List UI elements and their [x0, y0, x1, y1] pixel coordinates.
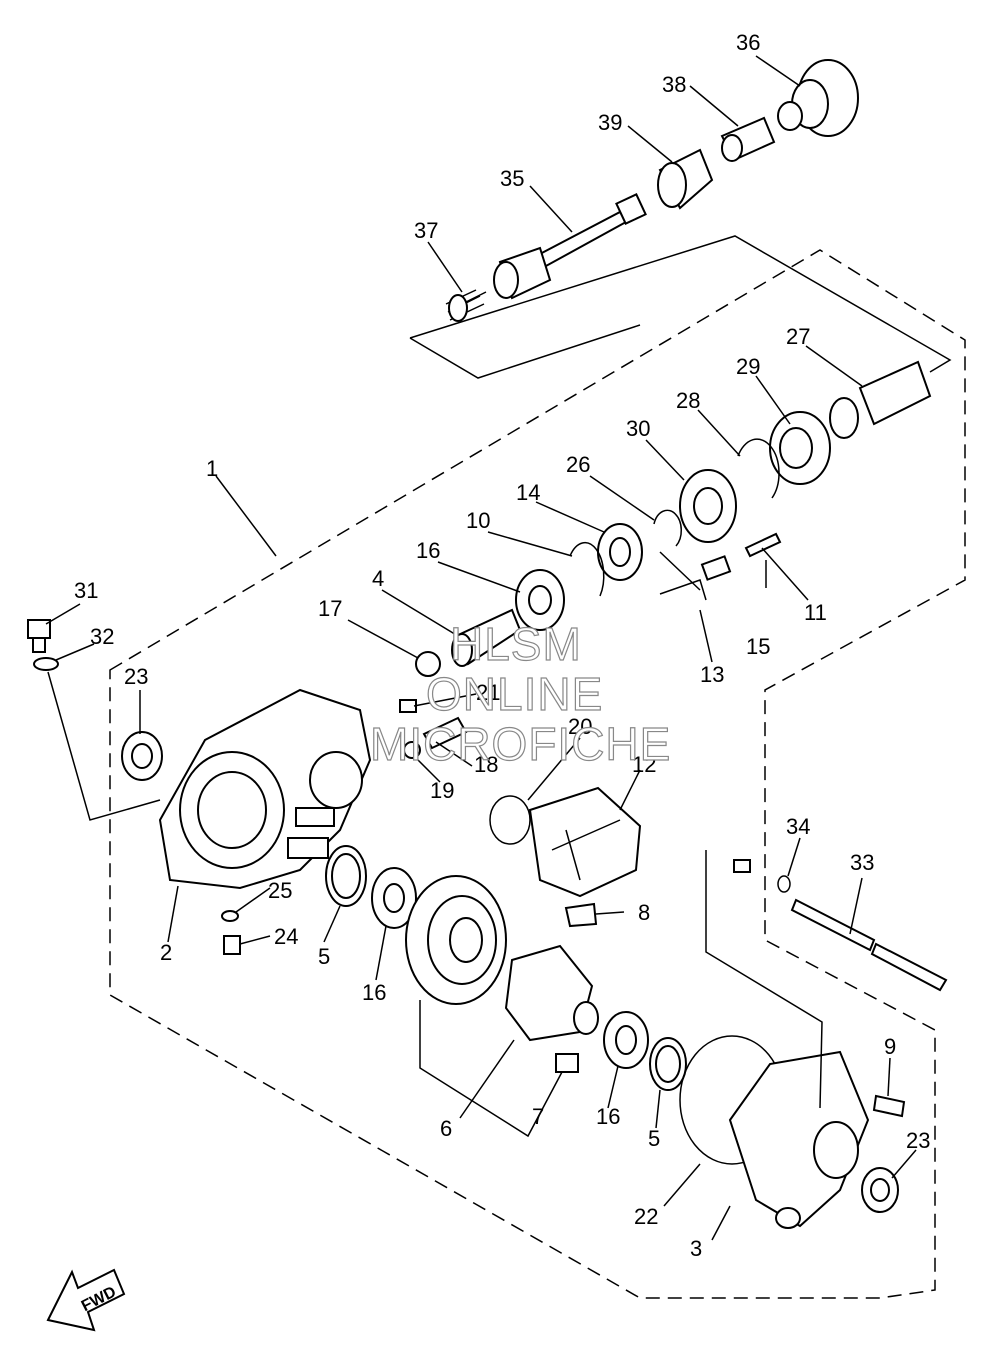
part-34-circlip: [733, 859, 791, 893]
part-28-circlip: [737, 438, 780, 499]
assembly-boundary-dashed: [109, 249, 966, 1299]
part-17-collar: [415, 651, 441, 677]
part-31-bolt: [27, 619, 51, 653]
callout-9: 9: [884, 1034, 896, 1059]
callout-16-left: 16: [362, 980, 386, 1005]
forward-arrow-icon: FWD: [46, 1268, 126, 1332]
callout-26: 26: [566, 452, 590, 477]
callout-24: 24: [274, 924, 298, 949]
callout-14: 14: [516, 480, 540, 505]
part-12-cover: [528, 786, 642, 898]
callout-27: 27: [786, 324, 810, 349]
part-13-shim: [659, 551, 707, 601]
callout-21: 21: [476, 680, 500, 705]
part-36-bearing-housing: [777, 59, 859, 137]
part-16-bearing-right: [603, 1011, 649, 1069]
ring-gear: [405, 875, 507, 1005]
callout-33: 33: [850, 850, 874, 875]
callout-16-right: 16: [596, 1104, 620, 1129]
callout-22: 22: [634, 1204, 658, 1229]
part-2-gear-case: [158, 688, 372, 890]
part-23-oil-seal-right: [861, 1167, 899, 1213]
part-24-bolt: [223, 935, 241, 955]
part-37-spring: [445, 289, 487, 322]
callout-5-right: 5: [648, 1126, 660, 1151]
part-9-bolt: [872, 1094, 906, 1118]
watermark-line-3: MICROFICHE: [370, 718, 671, 770]
drive-shaft-group-outline: [409, 235, 952, 379]
part-14-collar: [597, 523, 643, 581]
callout-17: 17: [318, 596, 342, 621]
callout-4: 4: [372, 566, 384, 591]
callout-3: 3: [690, 1236, 702, 1261]
part-7-bolt: [555, 1053, 579, 1073]
part-8-bolt: [564, 902, 598, 928]
callout-38: 38: [662, 72, 686, 97]
differential-case: [504, 944, 599, 1042]
callout-36: 36: [736, 30, 760, 55]
part-38-collar: [720, 116, 776, 162]
part-5-shim-right: [649, 1037, 687, 1091]
part-3-gear-case-cover: [728, 1050, 870, 1229]
callout-11: 11: [804, 600, 827, 625]
callout-25: 25: [268, 878, 292, 903]
callout-19: 19: [430, 778, 454, 803]
part-10-circlip: [569, 541, 605, 597]
callout-39: 39: [598, 110, 622, 135]
callout-23-left: 23: [124, 664, 148, 689]
part-29-bearing: [769, 411, 831, 485]
part-32-washer: [33, 657, 59, 671]
part-23-oil-seal-left: [121, 731, 163, 781]
callout-30: 30: [626, 416, 650, 441]
callout-labels: 36 38 39 35 37 27 29 28 30 26 14 10 16 4…: [74, 30, 930, 1261]
callout-2: 2: [160, 940, 172, 965]
callout-34: 34: [786, 814, 810, 839]
watermark-line-2: ONLINE: [426, 668, 603, 720]
callout-15: 15: [746, 634, 770, 659]
part-20-o-ring: [489, 795, 531, 845]
part-18-sensor: [422, 716, 468, 750]
part-4-pinion: [451, 608, 522, 667]
part-5-shim-left: [325, 845, 367, 907]
part-15-key: [700, 555, 732, 581]
part-33-rod: [790, 898, 948, 992]
callout-10: 10: [466, 508, 490, 533]
callout-20: 20: [568, 714, 592, 739]
callout-18: 18: [474, 752, 498, 777]
callout-12: 12: [632, 752, 656, 777]
callout-32: 32: [90, 624, 114, 649]
callout-37: 37: [414, 218, 438, 243]
callout-28: 28: [676, 388, 700, 413]
leader-lines: [45, 55, 917, 1241]
part-11-pin: [744, 532, 782, 558]
callout-1: 1: [206, 456, 218, 481]
part-25-washer: [221, 910, 239, 922]
callout-8: 8: [638, 900, 650, 925]
callout-6: 6: [440, 1116, 452, 1141]
callout-13: 13: [700, 662, 724, 687]
part-35-drive-shaft: [493, 193, 647, 300]
part-16-bearing-left: [371, 867, 417, 929]
part-21-plug: [399, 699, 417, 713]
callout-16-upper: 16: [416, 538, 440, 563]
callout-35: 35: [500, 166, 524, 191]
part-30-bearing: [679, 469, 737, 543]
part-19-washer: [403, 741, 421, 759]
callout-23-right: 23: [906, 1128, 930, 1153]
callout-7: 7: [532, 1104, 544, 1129]
part-27-pinion-gear: [829, 360, 932, 439]
callout-5-left: 5: [318, 944, 330, 969]
watermark-line-1: HLSM: [450, 618, 582, 670]
part-26-circlip: [653, 509, 683, 547]
part-39-boot: [657, 148, 714, 210]
watermark: HLSM ONLINE MICROFICHE: [369, 617, 671, 770]
callout-29: 29: [736, 354, 760, 379]
part-16-bearing-upper: [515, 569, 565, 631]
callout-31: 31: [74, 578, 98, 603]
